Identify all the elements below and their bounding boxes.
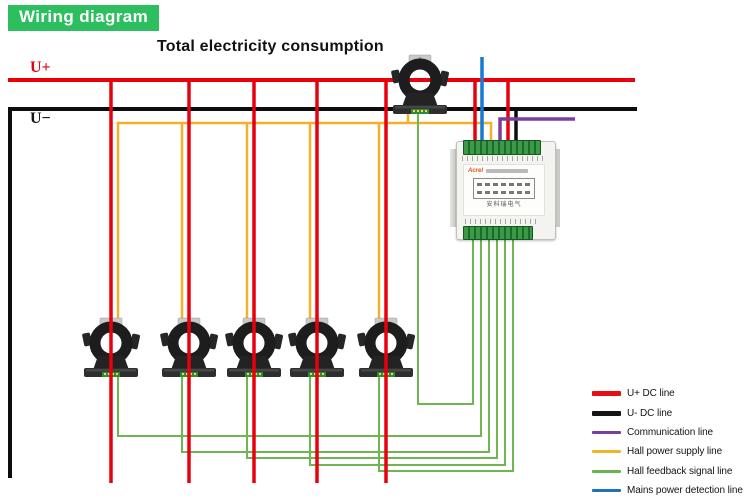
u-minus-line-swatch [592, 410, 621, 416]
hall-feedback-line-5 [378, 236, 514, 472]
meter-footer-text: 安科瑞电气 [486, 202, 522, 208]
top-terminal-block [463, 140, 541, 155]
legend-item-communication: Communication line [592, 423, 743, 442]
communication-line [498, 117, 575, 147]
hall-feedback-line-2 [181, 236, 490, 453]
din-rail-left [450, 149, 457, 227]
legend-label: U- DC line [627, 407, 673, 419]
meter-model-text [486, 169, 529, 173]
acrel-logo: Acrel [468, 168, 484, 174]
legend-item-hall-power: Hall power supply line [592, 442, 743, 461]
page-title: Total electricity consumption [157, 38, 384, 55]
legend-label: U+ DC line [627, 388, 675, 400]
legend-item-u-plus: U+ DC line [592, 384, 743, 403]
hall-feedback-line-4 [309, 236, 506, 466]
legend: U+ DC line U- DC line Communication line… [592, 384, 743, 500]
meter-body: Acrel 安科瑞电气 [456, 140, 556, 240]
u-plus-label: U+ [30, 59, 51, 76]
top-terminal-labels [462, 156, 546, 161]
legend-item-mains-detection: Mains power detection line [592, 481, 743, 500]
communication-line-swatch [592, 430, 621, 434]
hall-feedback-line-1 [117, 236, 482, 437]
din-rail-right [553, 149, 560, 227]
hall-power-bus-line [116, 121, 493, 326]
legend-item-hall-feedback: Hall feedback signal line [592, 462, 743, 481]
hall-feedback-line-3 [246, 236, 498, 459]
legend-label: Communication line [627, 426, 714, 438]
main-hall-sensor [391, 55, 450, 114]
indicator-row-1 [477, 183, 531, 187]
legend-label: Hall power supply line [627, 446, 723, 458]
legend-label: Mains power detection line [627, 485, 743, 497]
hall-feedback-line-main [417, 113, 474, 405]
u-plus-line-swatch [592, 391, 621, 397]
u-minus-label: U− [30, 110, 51, 127]
indicator-panel [473, 178, 535, 199]
energy-meter-module: Acrel 安科瑞电气 [450, 135, 560, 241]
legend-item-u-minus: U- DC line [592, 403, 743, 422]
wiring-diagram-banner: Wiring diagram [8, 5, 160, 31]
indicator-row-2 [477, 190, 531, 194]
bottom-terminal-labels [465, 219, 537, 224]
hall-power-line-swatch [592, 450, 621, 454]
mains-detection-line-swatch [592, 489, 621, 493]
legend-label: Hall feedback signal line [627, 465, 733, 477]
hall-feedback-line-swatch [592, 469, 621, 473]
meter-label-panel: Acrel 安科瑞电气 [463, 164, 545, 216]
bottom-terminal-block [463, 226, 533, 240]
